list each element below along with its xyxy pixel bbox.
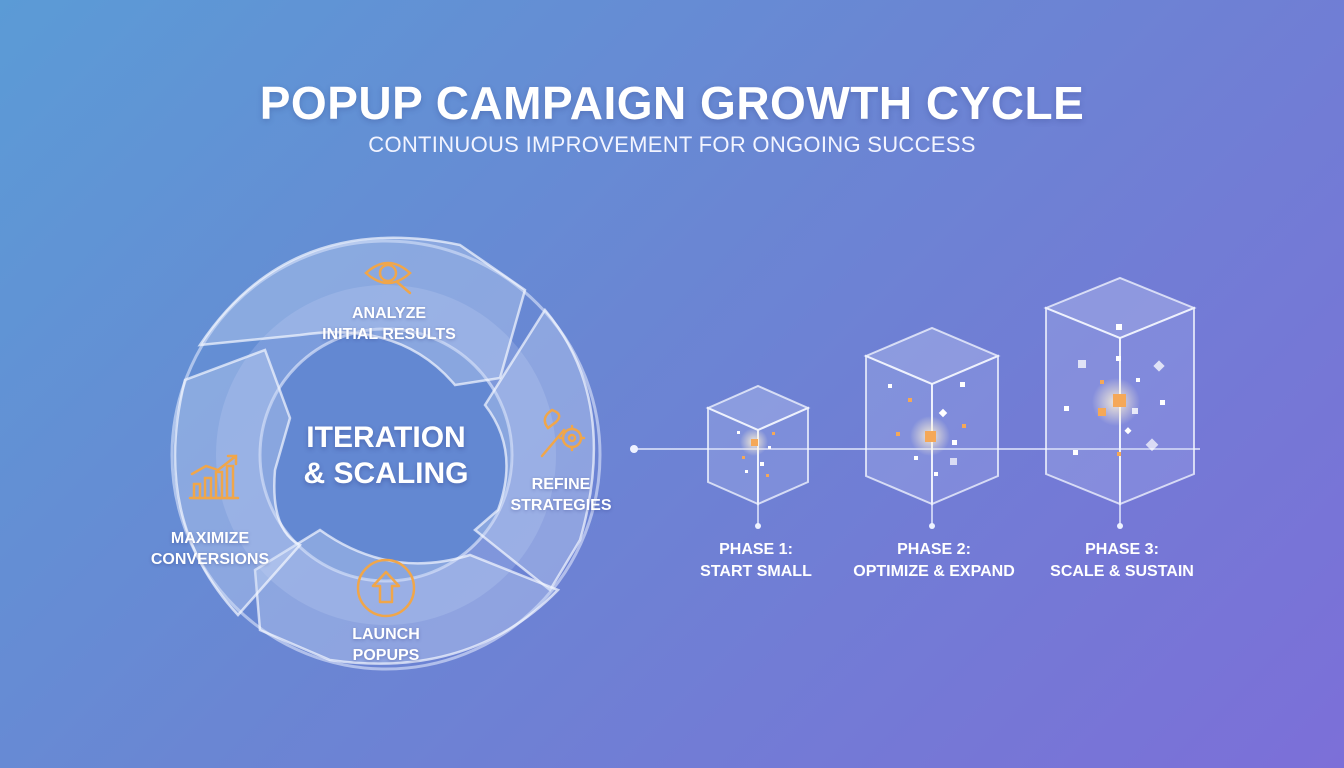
step-launch-line1: LAUNCH xyxy=(352,626,420,643)
phase-2-line2: OPTIMIZE & EXPAND xyxy=(853,563,1015,580)
phase-1-line1: PHASE 1: xyxy=(719,541,793,558)
page-subtitle: CONTINUOUS IMPROVEMENT FOR ONGOING SUCCE… xyxy=(368,132,976,157)
step-maximize-line1: MAXIMIZE xyxy=(170,530,250,547)
phase-3-cube xyxy=(1043,276,1197,529)
phase-3-line1: PHASE 3: xyxy=(1085,541,1159,558)
cycle-arrow-launch xyxy=(253,528,561,665)
phase-2-cube xyxy=(863,326,1001,529)
phase-3-line2: SCALE & SUSTAIN xyxy=(1050,563,1194,580)
step-refine-line2: STRATEGIES xyxy=(510,497,612,514)
phase-2-label: PHASE 2: OPTIMIZE & EXPAND xyxy=(824,539,1044,583)
cycle-arrow-refine xyxy=(473,307,596,592)
phase-1-line2: START SMALL xyxy=(700,563,812,580)
cycle-center-label: ITERATION & SCALING xyxy=(286,420,486,492)
step-maximize-label: MAXIMIZE CONVERSIONS xyxy=(140,528,280,570)
step-analyze-line1: ANALYZE xyxy=(351,305,427,322)
growth-chart-icon xyxy=(188,454,240,500)
step-refine-line1: REFINE xyxy=(531,476,591,493)
step-maximize-line2: CONVERSIONS xyxy=(150,551,270,568)
step-refine-label: REFINE STRATEGIES xyxy=(496,474,626,516)
cycle-center-line2: & SCALING xyxy=(303,457,469,490)
step-launch-label: LAUNCH POPUPS xyxy=(326,624,446,666)
magnifier-eye-icon xyxy=(364,261,412,295)
cycle-arrow-analyze xyxy=(197,236,527,387)
step-analyze-label: ANALYZE INITIAL RESULTS xyxy=(309,303,469,345)
page-title: POPUP CAMPAIGN GROWTH CYCLE xyxy=(259,77,1085,129)
upload-arrow-icon xyxy=(356,558,416,618)
step-launch-line2: POPUPS xyxy=(352,647,420,664)
phase-2-line1: PHASE 2: xyxy=(897,541,971,558)
phase-3-label: PHASE 3: SCALE & SUSTAIN xyxy=(1012,539,1232,583)
step-analyze-line2: INITIAL RESULTS xyxy=(322,326,456,343)
cycle-center-line1: ITERATION xyxy=(306,421,466,454)
phase-1-cube xyxy=(705,384,811,529)
phase-1-label: PHASE 1: START SMALL xyxy=(646,539,866,583)
cycle-ring xyxy=(170,236,602,671)
wrench-gear-icon xyxy=(540,408,586,458)
cycle-arrow-maximize xyxy=(173,348,303,617)
